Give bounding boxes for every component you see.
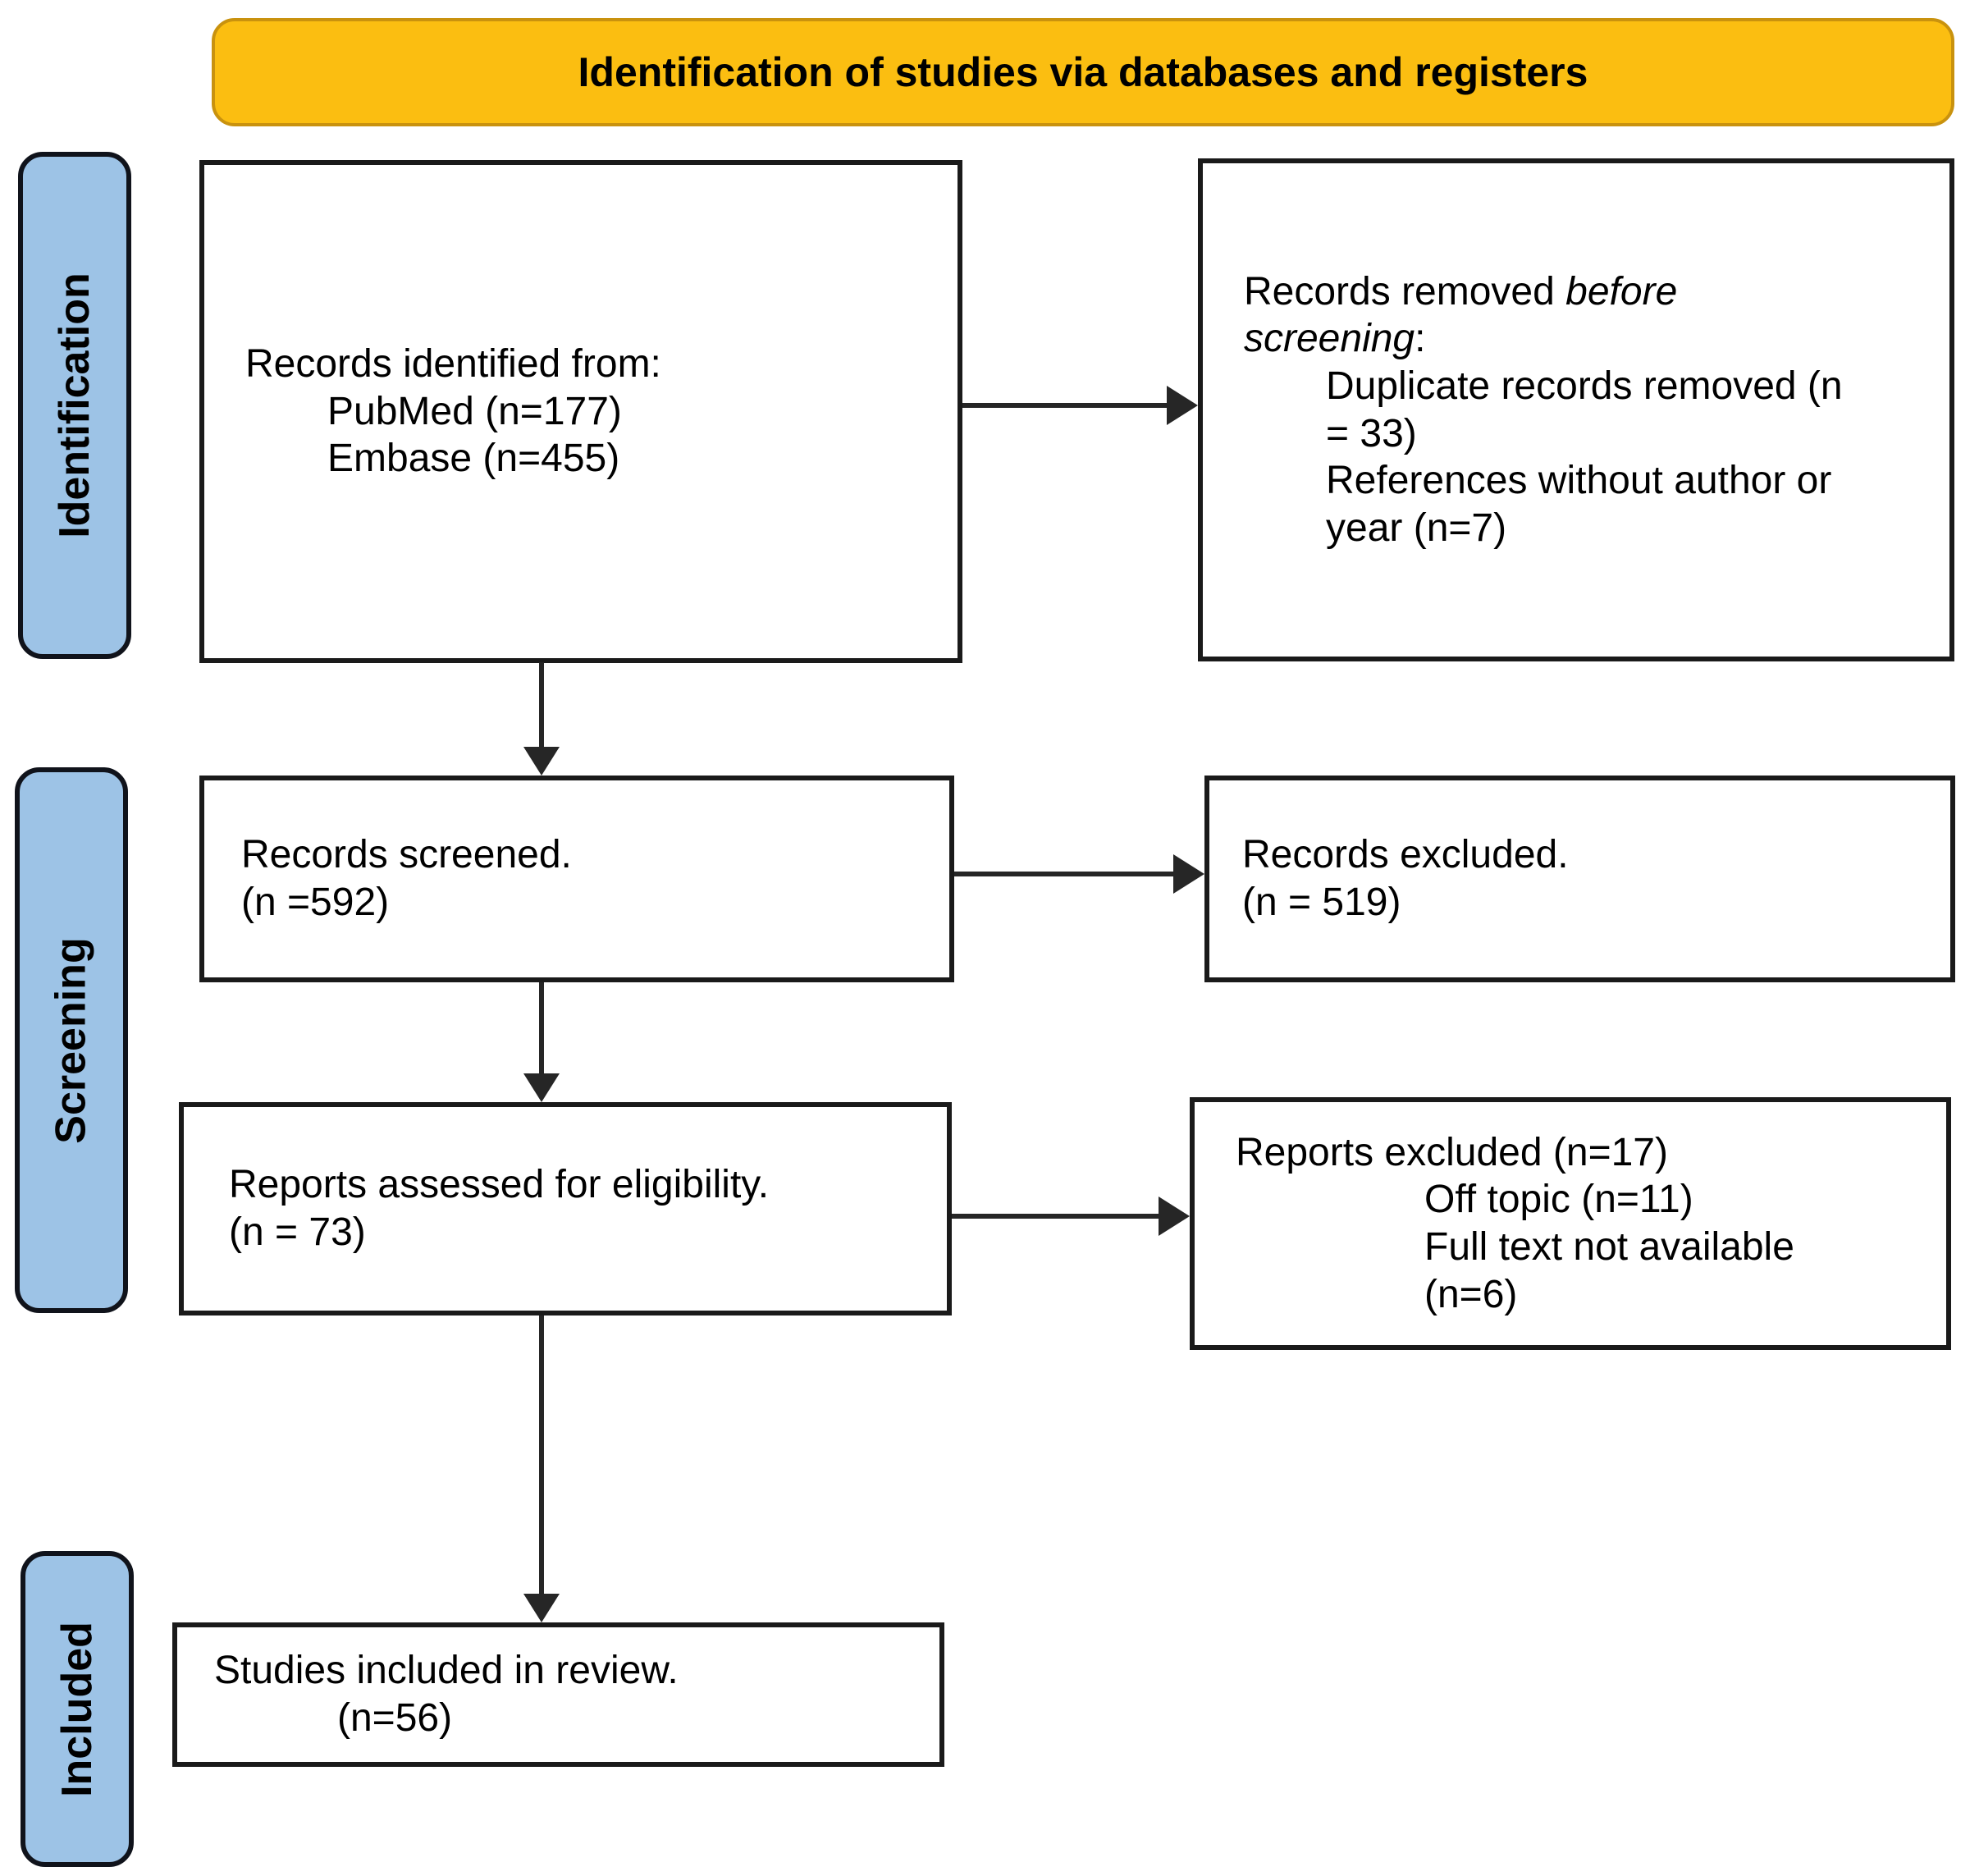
reports-assessed-line1: Reports assessed for eligibility.: [229, 1163, 770, 1207]
stage-label-screening: Screening: [15, 767, 128, 1313]
records-removed-heading-prefix: Records removed: [1244, 269, 1566, 313]
records-identified-heading: Records identified from:: [245, 342, 661, 387]
records-removed-heading: Records removed before screening:: [1244, 268, 1929, 363]
arrow-head-right-icon: [1159, 1197, 1190, 1236]
records-removed-heading-italic: before screening: [1244, 269, 1678, 361]
reports-excluded-item-off-topic: Off topic (n=11): [1424, 1178, 1693, 1222]
box-records-excluded: Records excluded. (n = 519): [1204, 776, 1955, 982]
studies-included-count: (n=56): [337, 1696, 453, 1740]
arrow-head-right-icon: [1167, 386, 1198, 425]
banner-databases-registers: Identification of studies via databases …: [212, 18, 1954, 126]
arrow-assessed-to-included: [521, 1315, 562, 1622]
reports-excluded-item-no-full-text: Full text not available (n=6): [1424, 1225, 1794, 1316]
stage-label-identification-text: Identification: [51, 272, 98, 538]
records-removed-item-no-author-year: References without author or year (n=7): [1326, 459, 1832, 550]
arrow-line: [539, 662, 544, 748]
records-identified-item-pubmed: PubMed (n=177): [327, 389, 622, 433]
records-removed-item-duplicates: Duplicate records removed (n = 33): [1326, 364, 1843, 455]
arrow-identified-to-screened: [521, 662, 562, 776]
arrow-identified-to-removed: [962, 386, 1198, 425]
arrow-head-right-icon: [1173, 854, 1204, 894]
box-studies-included: Studies included in review. (n=56): [172, 1622, 944, 1767]
records-screened-count: (n =592): [241, 881, 390, 924]
stage-label-included: Included: [21, 1551, 134, 1867]
arrow-line: [952, 1214, 1160, 1219]
stage-label-screening-text: Screening: [48, 936, 96, 1144]
studies-included-line1: Studies included in review.: [214, 1649, 679, 1693]
box-reports-assessed: Reports assessed for eligibility. (n = 7…: [179, 1102, 952, 1315]
arrow-head-down-icon: [523, 1073, 560, 1102]
arrow-screened-to-excluded: [954, 854, 1204, 894]
reports-assessed-count: (n = 73): [229, 1210, 366, 1254]
arrow-screened-to-assessed: [521, 982, 562, 1102]
box-reports-excluded: Reports excluded (n=17) Off topic (n=11)…: [1190, 1097, 1951, 1350]
arrow-line: [962, 403, 1168, 408]
stage-label-included-text: Included: [53, 1621, 102, 1797]
arrow-line: [539, 1315, 544, 1595]
arrow-line: [539, 982, 544, 1075]
records-screened-line1: Records screened.: [241, 833, 572, 877]
reports-excluded-heading: Reports excluded (n=17): [1236, 1130, 1668, 1174]
banner-title: Identification of studies via databases …: [578, 49, 1588, 95]
arrow-line: [954, 872, 1175, 876]
arrow-head-down-icon: [523, 1594, 560, 1622]
stage-label-identification: Identification: [18, 152, 131, 659]
box-records-identified: Records identified from: PubMed (n=177) …: [199, 160, 962, 663]
box-records-screened: Records screened. (n =592): [199, 776, 954, 982]
box-records-removed-before-screening: Records removed before screening: Duplic…: [1198, 158, 1954, 661]
records-excluded-line1: Records excluded.: [1242, 833, 1569, 877]
records-identified-item-embase: Embase (n=455): [327, 437, 620, 481]
records-excluded-count: (n = 519): [1242, 881, 1401, 924]
arrow-head-down-icon: [523, 747, 560, 776]
arrow-assessed-to-reports-excluded: [952, 1197, 1190, 1236]
records-removed-heading-suffix: :: [1415, 317, 1426, 361]
